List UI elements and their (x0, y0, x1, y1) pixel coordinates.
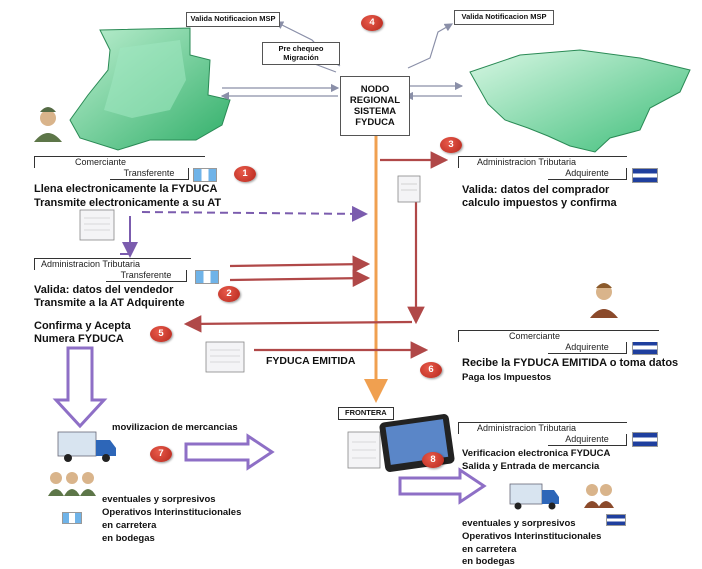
step6-text-line1: Recibe la FYDUCA EMITIDA o toma datos (462, 357, 679, 369)
step1-text-line1: Llena electronicamente la FYDUCA (34, 183, 218, 195)
honduras-flag-icon (606, 514, 626, 526)
step3-text-line1: Valida: datos del comprador (462, 184, 610, 196)
hollow-right-arrow-left (184, 433, 275, 471)
right-ops-line4: en bodegas (462, 556, 515, 567)
transferente-label: Transferente (106, 270, 187, 282)
step5-text-line1: Confirma y Acepta (34, 320, 131, 332)
document-icons (79, 175, 421, 469)
step2-text-line1: Valida: datos del vendedor (34, 284, 174, 296)
officers-right (584, 484, 614, 508)
right-ops-line1: eventuales y sorpresivos (462, 518, 576, 529)
fyduca-emitida-text: FYDUCA EMITIDA (266, 355, 356, 367)
step6-text-line2: Paga los Impuestos (462, 372, 552, 383)
merchant-person-left (34, 107, 62, 142)
document-lines (84, 183, 417, 459)
truck-icon-right (509, 483, 559, 510)
red-flow-arrows (183, 151, 449, 359)
step8-text-line1: Verificacion electronica FYDUCA (462, 448, 611, 459)
honduras-flag-icon (632, 340, 658, 355)
right-ops-line3: en carretera (462, 544, 517, 555)
left-ops-line2: Operativos Interinstitucionales (102, 507, 242, 518)
admin-tributaria-label: Administracion Tributaria (34, 258, 191, 270)
transferente-label: Transferente (110, 168, 189, 180)
step5-text-line2: Numera FYDUCA (34, 333, 124, 345)
step-badge: 1 (234, 166, 256, 182)
step2-text-line2: Transmite a la AT Adquirente (34, 297, 185, 309)
step-badge: 4 (361, 15, 383, 31)
comerciante-label: Comerciante (458, 330, 659, 342)
valida-msp-left-box: Valida Notificacion MSP (186, 12, 280, 27)
tablet-icon (379, 414, 455, 472)
guatemala-flag-icon (195, 270, 219, 284)
right-country-map (469, 49, 691, 153)
guatemala-flag-icon (193, 168, 217, 182)
comerciante-label: Comerciante (34, 156, 205, 168)
step-badge: 8 (422, 452, 444, 468)
truck-icon-left (57, 431, 116, 462)
step-badge: 6 (420, 362, 442, 378)
movilizacion-text: movilizacion de mercancias (112, 422, 238, 433)
hollow-right-arrow-right (398, 467, 487, 505)
prechequeo-box: Pre chequeo Migración (262, 42, 340, 65)
officers-left (48, 472, 96, 496)
step3-text-line2: calculo impuestos y confirma (462, 197, 617, 209)
honduras-flag-icon (632, 432, 658, 447)
step-badge: 5 (150, 326, 172, 342)
step1-text-line2: Transmite electronicamente a su AT (34, 197, 222, 209)
left-ops-line3: en carretera (102, 520, 157, 531)
adquirente-label: Adquirente (548, 342, 627, 354)
step-badge: 3 (440, 137, 462, 153)
left-country-map (69, 27, 231, 151)
frontera-label: FRONTERA (338, 407, 394, 420)
guatemala-flag-icon (62, 512, 82, 524)
purple-flow-arrows (120, 205, 368, 258)
nodo-regional-box: NODO REGIONAL SISTEMA FYDUCA (340, 76, 410, 136)
step-badge: 7 (150, 446, 172, 462)
step-badge: 2 (218, 286, 240, 302)
admin-tributaria-label: Administracion Tributaria (458, 156, 627, 168)
valida-msp-right-box: Valida Notificacion MSP (454, 10, 554, 25)
left-ops-line1: eventuales y sorpresivos (102, 494, 216, 505)
step8-text-line2: Salida y Entrada de mercancia (462, 461, 600, 472)
adquirente-label: Adquirente (548, 434, 627, 446)
merchant-person-right (590, 283, 618, 318)
hollow-down-arrow (52, 346, 108, 429)
honduras-flag-icon (632, 168, 658, 183)
admin-tributaria-label: Administracion Tributaria (458, 422, 627, 434)
left-ops-line4: en bodegas (102, 533, 155, 544)
adquirente-label: Adquirente (548, 168, 627, 180)
right-ops-line2: Operativos Interinstitucionales (462, 531, 602, 542)
